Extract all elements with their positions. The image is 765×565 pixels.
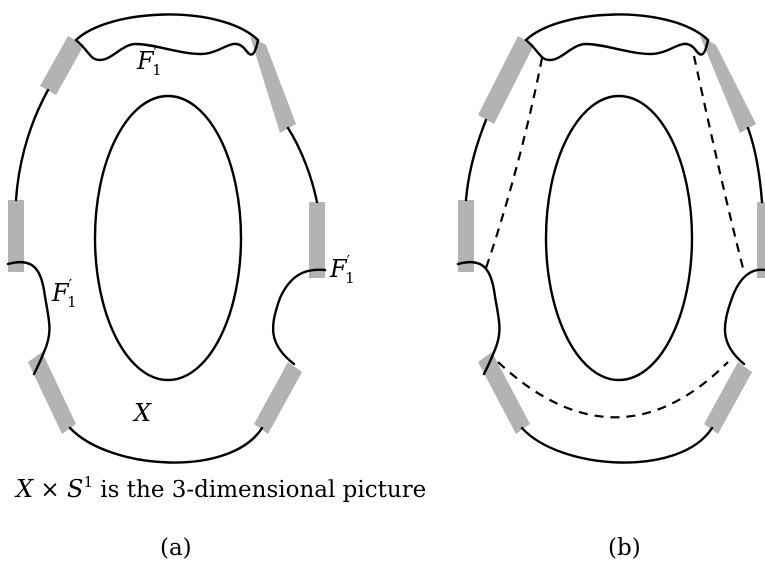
- pad-b-bot-right: [704, 362, 752, 434]
- inner-hole-b: [544, 94, 694, 382]
- pad-b-top-left: [478, 36, 534, 124]
- outer-b-left-flap: [456, 260, 501, 376]
- pad-a-top-right: [250, 36, 296, 133]
- caption-a: X × S1 is the 3-dimensional picture: [14, 473, 426, 503]
- pad-a-bot-right: [254, 362, 302, 434]
- dashed-arc-bottom: [497, 361, 729, 419]
- panel-tag-a: (a): [160, 535, 192, 561]
- label-a-x: X: [132, 399, 152, 427]
- inner-hole-a: [93, 94, 243, 382]
- outer-a-right-flap: [271, 268, 327, 366]
- outer-a-top-arc: [74, 13, 260, 42]
- pad-a-mid-left: [8, 200, 24, 272]
- label-a-f-right: F′1: [329, 252, 355, 287]
- pad-a-mid-right: [309, 202, 325, 278]
- outer-a-left-flap: [6, 260, 51, 376]
- outer-b-left-upper: [464, 118, 488, 202]
- label-a-f-left: F′1: [51, 276, 77, 311]
- pad-a-bot-left: [28, 352, 76, 434]
- pad-b-mid-left: [458, 200, 474, 272]
- pad-b-bot-left: [478, 352, 530, 434]
- panel-tag-b: (b): [608, 535, 641, 561]
- label-a-f-top: F′1: [136, 44, 162, 79]
- outer-a-top: [74, 38, 260, 62]
- outer-b-right-upper: [746, 126, 764, 204]
- pad-b-mid-right: [757, 202, 765, 278]
- dashed-arc-right: [692, 55, 746, 273]
- outer-b-right-flap: [723, 268, 765, 366]
- outer-b-top-arc: [524, 13, 710, 42]
- outer-a-left-upper: [14, 88, 50, 202]
- panel-b: (b): [456, 13, 765, 561]
- outer-a-right-upper: [286, 126, 319, 204]
- dashed-arc-left: [484, 57, 544, 269]
- pad-b-top-right: [700, 36, 756, 133]
- outer-b-top: [524, 38, 710, 62]
- panel-a: F′1 F′1 F′1 X X × S1 is the 3-dimensiona…: [6, 13, 426, 561]
- pad-a-top-left: [40, 36, 84, 95]
- outer-a-bottom: [68, 426, 264, 464]
- outer-b-bottom: [520, 426, 714, 464]
